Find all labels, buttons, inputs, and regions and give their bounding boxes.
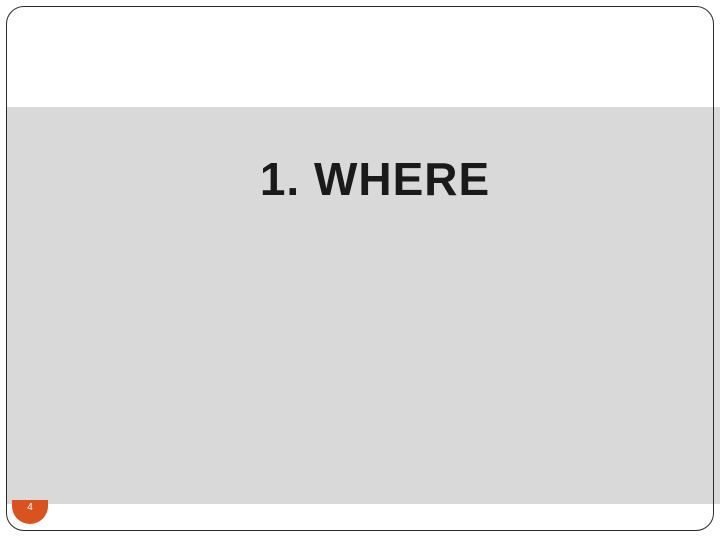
content-band	[6, 107, 720, 504]
page-number-badge: 4	[12, 500, 48, 524]
slide-title: 1. WHERE	[259, 153, 491, 205]
page-number: 4	[27, 502, 33, 513]
